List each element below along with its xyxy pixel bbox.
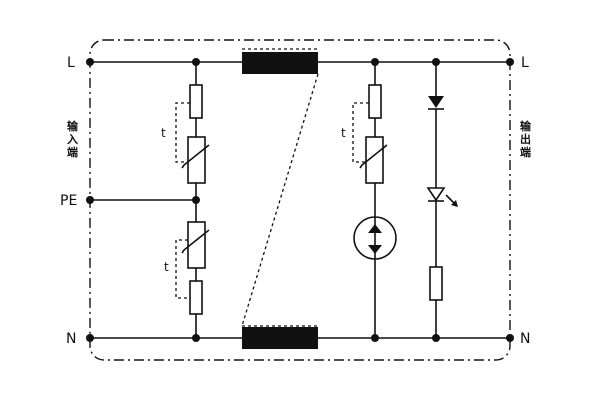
output-label-char: 出 xyxy=(520,132,531,146)
resistor xyxy=(429,266,443,301)
fuse-upper-left xyxy=(189,84,203,119)
gdt-arrow-down xyxy=(368,245,382,254)
terminal-dot-n-in xyxy=(86,334,94,342)
varistor-lower-left-mark xyxy=(181,229,210,254)
led-light-arrowhead xyxy=(451,200,458,207)
inductor-neutral xyxy=(242,327,318,349)
terminal-dot-l-in xyxy=(86,58,94,66)
thermal-label: t xyxy=(164,260,169,274)
terminal-label-pe: PE xyxy=(60,193,77,209)
junction-dot xyxy=(371,58,379,66)
thermal-link-lower-left xyxy=(175,239,190,299)
input-label-char: 入 xyxy=(67,133,78,146)
input-label-char: 端 xyxy=(67,145,78,159)
output-label-char: 输 xyxy=(520,119,532,133)
inductor-line xyxy=(242,52,318,74)
terminal-label-l-in: L xyxy=(67,55,75,71)
varistor-upper-left-mark xyxy=(181,144,210,169)
led xyxy=(426,187,446,202)
terminal-label-l-out: L xyxy=(521,55,529,71)
junction-dot xyxy=(192,196,200,204)
junction-dot xyxy=(432,58,440,66)
thermal-link-right xyxy=(352,102,369,163)
terminal-dot-l-out xyxy=(506,58,514,66)
fuse-right xyxy=(368,84,382,119)
thermal-label: t xyxy=(161,126,166,140)
diode xyxy=(428,96,444,108)
varistor-right-mark xyxy=(359,144,388,169)
junction-dot xyxy=(371,334,379,342)
inductor-coupling-diagonal xyxy=(241,73,319,327)
terminal-label-n-in: N xyxy=(66,331,76,347)
junction-dot xyxy=(192,58,200,66)
junction-dot xyxy=(432,334,440,342)
output-label-char: 端 xyxy=(520,145,531,159)
fuse-lower-left xyxy=(189,280,203,315)
terminal-label-n-out: N xyxy=(520,331,530,347)
terminal-dot-pe xyxy=(86,196,94,204)
input-label-char: 输 xyxy=(67,119,79,133)
terminal-dot-n-out xyxy=(506,334,514,342)
gdt-arrow-up xyxy=(368,224,382,233)
junction-dot xyxy=(192,334,200,342)
thermal-link-upper-left xyxy=(175,102,190,163)
thermal-label: t xyxy=(341,126,346,140)
